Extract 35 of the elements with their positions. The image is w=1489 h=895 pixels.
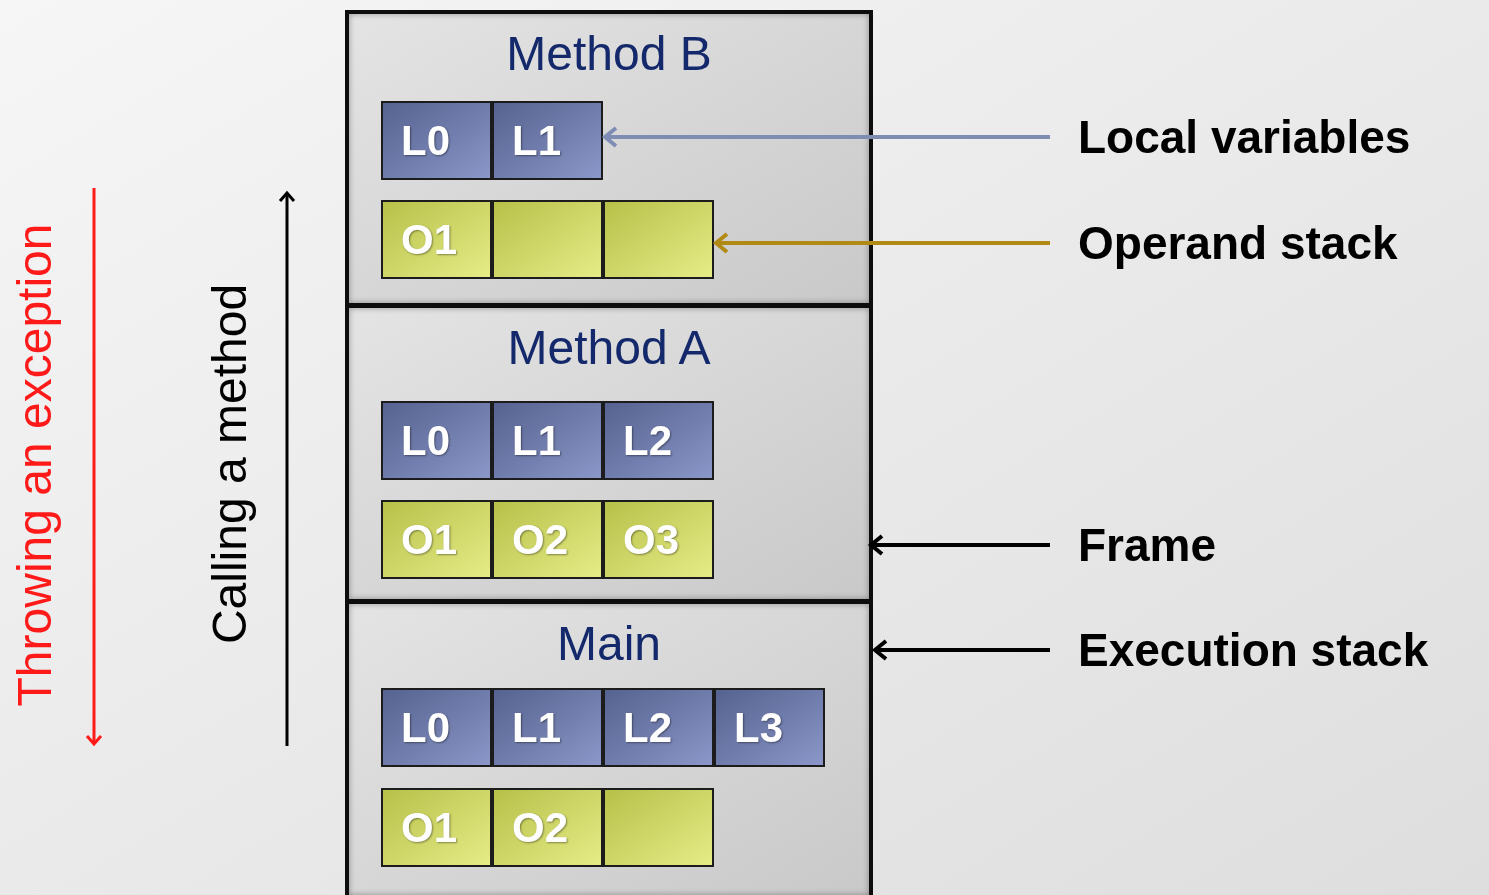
arrow — [873, 639, 1050, 661]
stack-box — [345, 10, 873, 895]
direction-label: Throwing an exception — [7, 223, 62, 707]
local-variable-cell: L1 — [492, 688, 603, 767]
local-variable-cell: L2 — [603, 401, 714, 480]
callout-label: Execution stack — [1078, 620, 1483, 680]
arrow — [603, 126, 1050, 148]
operand-cell: O1 — [381, 788, 492, 867]
local-variable-cell: L2 — [603, 688, 714, 767]
callout-label: Operand stack — [1078, 213, 1478, 273]
local-variable-cell: L0 — [381, 401, 492, 480]
frame-panel — [349, 308, 869, 599]
frame-panel — [349, 604, 869, 895]
local-variable-cell: L3 — [714, 688, 825, 767]
local-variable-cell: L1 — [492, 101, 603, 180]
frame-title: Method A — [507, 320, 711, 376]
operand-cell: O1 — [381, 200, 492, 279]
operand-cell: O1 — [381, 500, 492, 579]
frame-panel — [349, 14, 869, 303]
operand-cell: O2 — [492, 788, 603, 867]
callout-label: Local variables — [1078, 107, 1478, 167]
arrow — [869, 534, 1050, 556]
direction-label: Calling a method — [202, 283, 257, 645]
operand-cell — [603, 200, 714, 279]
operand-cell: O2 — [492, 500, 603, 579]
frame-title: Main — [556, 616, 661, 672]
arrow — [714, 232, 1050, 254]
local-variable-cell: L1 — [492, 401, 603, 480]
operand-cell: O3 — [603, 500, 714, 579]
operand-cell — [603, 788, 714, 867]
callout-label: Frame — [1078, 515, 1478, 575]
frame-title: Method B — [506, 26, 712, 82]
operand-cell — [492, 200, 603, 279]
local-variable-cell: L0 — [381, 688, 492, 767]
local-variable-cell: L0 — [381, 101, 492, 180]
